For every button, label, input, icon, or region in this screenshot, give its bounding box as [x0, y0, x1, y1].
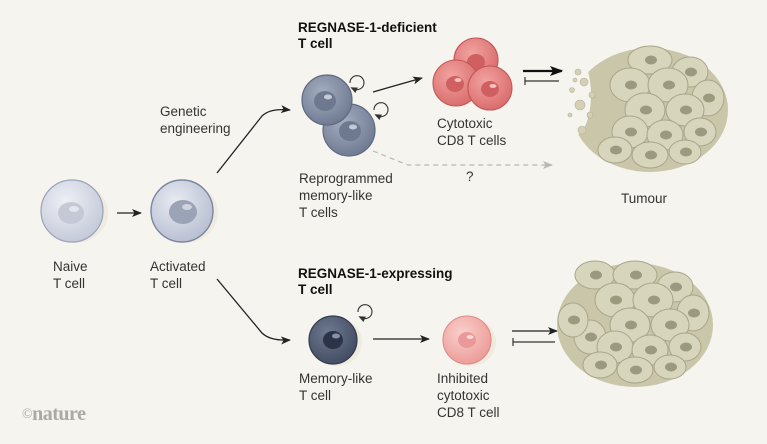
- label-line: Activated: [150, 259, 206, 274]
- cell-debris: [572, 77, 578, 83]
- tumour-nucleus: [610, 295, 622, 305]
- tumour-nucleus: [680, 342, 692, 352]
- tumour-nucleus: [610, 145, 622, 155]
- tumour-nucleus: [645, 345, 657, 355]
- cell-debris: [588, 91, 596, 99]
- naive-t-cell: [40, 179, 108, 243]
- label-line: memory-like: [299, 188, 373, 203]
- logo-text: nature: [32, 403, 86, 425]
- arrow-to-deficient: [216, 105, 291, 174]
- label-line: T cell: [299, 388, 332, 403]
- tumour-nucleus: [625, 127, 637, 137]
- header-line: REGNASE-1-deficient: [298, 20, 437, 35]
- label-line: engineering: [160, 121, 231, 136]
- cell-debris: [579, 77, 589, 87]
- label-line: Genetic: [160, 104, 207, 119]
- cell-debris: [577, 125, 587, 135]
- label-line: T cell: [53, 276, 86, 291]
- naive-t-cell-label: Naive T cell: [53, 258, 88, 292]
- genetic-engineering-label: Genetic engineering: [160, 103, 231, 137]
- copyright-symbol: ©: [22, 407, 33, 422]
- label-line: T cell: [150, 276, 183, 291]
- activated-t-cell-label: Activated T cell: [150, 258, 206, 292]
- self-renewal-icon: [357, 304, 373, 322]
- tumour-nucleus: [648, 295, 660, 305]
- tumour-nucleus: [630, 270, 642, 280]
- self-renewal-icon: [373, 102, 389, 120]
- deficient-header: REGNASE-1-deficient T cell: [298, 20, 437, 52]
- label-line: Memory-like: [299, 371, 373, 386]
- memory-like-cell-label: Memory-like T cell: [299, 370, 373, 404]
- header-line: T cell: [298, 36, 333, 51]
- tumour-nucleus: [663, 80, 675, 90]
- tumour-nucleus: [585, 332, 597, 342]
- header-line: REGNASE-1-expressing: [298, 266, 453, 281]
- cell-debris: [569, 87, 575, 93]
- nature-logo: ©nature: [22, 403, 86, 426]
- tumour-nucleus: [665, 320, 677, 330]
- tumour-nucleus: [640, 105, 652, 115]
- cytotoxic-cd8-cells: [432, 37, 513, 111]
- cell-debris: [574, 68, 582, 76]
- label-line: T cells: [299, 205, 338, 220]
- tumour-bottom: [557, 260, 713, 387]
- dashed-arrow-uncertain: [372, 150, 553, 169]
- tumour-nucleus: [680, 105, 692, 115]
- cytotoxic-cells-label: Cytotoxic CD8 T cells: [437, 115, 506, 149]
- self-renewal-icon: [349, 75, 365, 93]
- reprogrammed-cells-label: Reprogrammed memory-like T cells: [299, 170, 393, 221]
- tumour-nucleus: [665, 362, 677, 372]
- label-line: cytotoxic: [437, 388, 490, 403]
- tumour-nucleus: [645, 150, 657, 160]
- tumour-nucleus: [695, 127, 707, 137]
- tumour-nucleus: [610, 342, 622, 352]
- tumour-nucleus: [645, 55, 657, 65]
- reprogrammed-memory-cells: [301, 74, 389, 157]
- tumour-nucleus: [595, 360, 607, 370]
- tumour-nucleus: [630, 365, 642, 375]
- cell-debris: [567, 112, 573, 118]
- tumour-label: Tumour: [621, 191, 668, 206]
- tumour-nucleus: [680, 147, 692, 157]
- label-line: CD8 T cell: [437, 405, 500, 420]
- inhibited-cell-label: Inhibited cytotoxic CD8 T cell: [437, 370, 500, 421]
- eroded-region: [559, 55, 591, 135]
- cell-debris: [586, 111, 594, 119]
- tumour-nucleus: [660, 130, 672, 140]
- tumour-nucleus: [703, 93, 715, 103]
- tumour-nucleus: [685, 67, 697, 77]
- tumour-nucleus: [590, 270, 602, 280]
- inhibited-cd8-cell: [442, 315, 496, 366]
- label-line: Cytotoxic: [437, 116, 493, 131]
- tumour-nucleus: [625, 80, 637, 90]
- memory-like-t-cell: [308, 304, 373, 366]
- cell-debris: [574, 99, 586, 111]
- tumour-nucleus: [688, 308, 700, 318]
- label-line: Reprogrammed: [299, 171, 393, 186]
- tumour-nucleus: [670, 282, 682, 292]
- tumour-nucleus: [625, 320, 637, 330]
- arrow-to-cytotoxic: [372, 76, 423, 93]
- question-mark-label: ?: [466, 169, 474, 184]
- expressing-header: REGNASE-1-expressing T cell: [298, 266, 453, 298]
- tumour-top: [559, 45, 728, 172]
- label-line: Naive: [53, 259, 88, 274]
- tumour-nucleus: [568, 315, 580, 325]
- activated-t-cell: [150, 179, 218, 243]
- label-line: Inhibited: [437, 371, 489, 386]
- label-line: CD8 T cells: [437, 133, 507, 148]
- arrow-to-expressing: [216, 278, 291, 345]
- header-line: T cell: [298, 282, 333, 297]
